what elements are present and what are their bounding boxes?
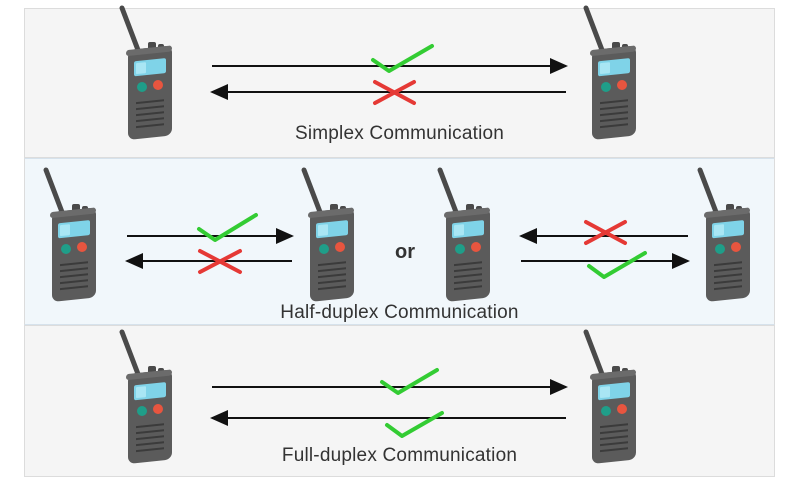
half-duplex-radio-1 — [46, 170, 96, 302]
half-duplex-radio-4 — [700, 170, 750, 302]
simplex-caption: Simplex Communication — [294, 123, 505, 144]
checkmark-icon — [587, 251, 647, 279]
or-separator: or — [395, 241, 415, 263]
checkmark-icon — [385, 411, 444, 438]
cross-icon — [198, 249, 242, 274]
checkmark-icon — [371, 44, 434, 73]
simplex-radio-right — [586, 8, 636, 140]
half-duplex-radio-2 — [304, 170, 354, 302]
checkmark-icon — [197, 213, 258, 242]
simplex-radio-left — [122, 8, 172, 140]
half-duplex-caption: Half-duplex Communication — [280, 302, 519, 323]
cross-icon — [373, 80, 416, 105]
cross-icon — [584, 220, 627, 245]
half-duplex-panel — [24, 158, 775, 325]
full-duplex-caption: Full-duplex Communication — [281, 445, 518, 466]
half-duplex-radio-3 — [440, 170, 490, 302]
checkmark-icon — [380, 368, 439, 395]
